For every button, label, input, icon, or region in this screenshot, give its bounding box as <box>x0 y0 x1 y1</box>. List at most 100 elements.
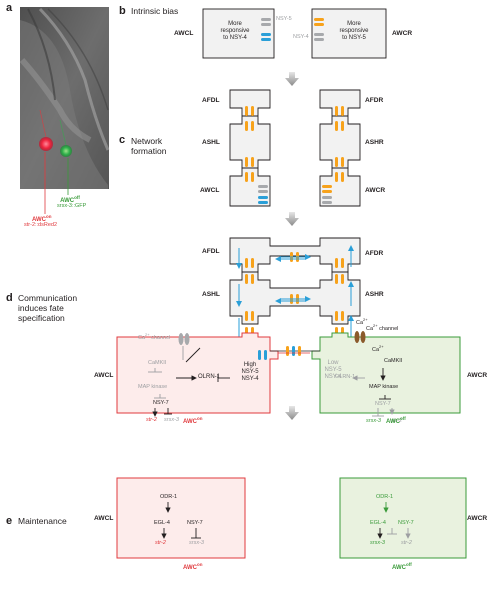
panel-e-letter: e <box>6 515 13 527</box>
low-nsy4-label: NSY-4 <box>324 373 342 380</box>
awc-on-caption-sup: on <box>197 416 203 421</box>
panel-c-letter: c <box>119 134 126 146</box>
bias-left-line2: responsive <box>220 27 250 34</box>
network-afdr-label: AFDR <box>365 97 384 104</box>
maint-on-srsx3: srsx-3 <box>189 540 204 546</box>
on-str2-label: str-2 <box>146 417 157 423</box>
bias-left-line1: More <box>228 21 242 27</box>
network-right-column <box>319 89 361 207</box>
awc-off-caption-sup: off <box>400 416 406 421</box>
maint-awc-off-caption: AWCoff <box>392 562 412 572</box>
on-map-kinase-label: MAP kinase <box>138 384 168 390</box>
section-d-title-3: specification <box>18 313 65 323</box>
network-ashl-label: ASHL <box>202 139 220 146</box>
bias-right-line3: to NSY-5 <box>342 34 366 41</box>
gap-junctions-network <box>245 106 344 182</box>
photo-awc-off-label: AWCoff <box>56 195 84 205</box>
network-ashr-label: ASHR <box>365 139 384 146</box>
high-nsy5-label: NSY-5 <box>241 368 259 375</box>
low-label: Low <box>327 360 339 366</box>
off-srsx3-label: srsx-3 <box>366 418 381 424</box>
comm-afdr-label: AFDR <box>365 250 384 257</box>
comm-awcl-label: AWCL <box>94 372 114 379</box>
maint-awc-off-text: AWC <box>392 565 406 571</box>
maintenance-off-pathway <box>377 502 411 539</box>
ca-inner-label: Ca2+ <box>372 344 384 353</box>
section-e-title: Maintenance <box>18 516 67 526</box>
network-awcl-label: AWCL <box>200 187 220 194</box>
ca-right-label: Ca2+ <box>356 317 368 326</box>
high-label: High <box>243 362 257 368</box>
photo-awc-off-sup: off <box>74 195 80 200</box>
awc-off-caption-text: AWC <box>386 419 400 425</box>
section-d-title-2: induces fate <box>18 303 64 313</box>
maint-awcr-label: AWCR <box>467 515 488 522</box>
comm-afdl-label: AFDL <box>202 248 220 255</box>
network-afdl-label: AFDL <box>202 97 220 104</box>
section-d-title-1: Communication <box>18 293 78 303</box>
bias-right-line1: More <box>347 21 361 27</box>
flow-arrow-1 <box>285 72 299 86</box>
ca-channel-left-label: Ca2+ channel <box>138 332 171 341</box>
awc-off-pathway <box>352 368 395 417</box>
ca-channel-right-label: Ca2+ channel <box>366 323 399 332</box>
high-nsy-block: High NSY-5 NSY-4 <box>234 362 266 383</box>
ca-right-channel-ca: Ca <box>366 325 374 332</box>
maint-awc-on-sup: on <box>197 562 203 567</box>
panel-b-letter: b <box>119 5 126 17</box>
network-awcr-label: AWCR <box>365 187 386 194</box>
flow-arrow-3 <box>285 406 299 420</box>
nsy4-receptor-blue <box>261 33 271 41</box>
awc-off-caption: AWCoff <box>386 416 406 426</box>
maint-off-egl4: EGL-4 <box>370 520 386 526</box>
bias-awcl-label: AWCL <box>174 30 194 37</box>
communication-network <box>229 237 361 325</box>
photo-awc-on-marker: str-2::dsRed2 <box>24 222 58 228</box>
maint-on-nsy7: NSY-7 <box>187 520 203 526</box>
maintenance-awc-off-box <box>339 477 467 559</box>
connector-junctions <box>270 346 320 356</box>
awc-on-pathway <box>148 346 230 417</box>
flow-arrow-2 <box>285 212 299 226</box>
ca-left-channel-text: channel <box>149 334 171 341</box>
bias-right-text: More responsive to NSY-5 <box>330 21 378 42</box>
maintenance-on-pathway <box>161 502 201 539</box>
ca-right-text: Ca <box>356 319 364 326</box>
bias-awcr-box <box>311 8 387 59</box>
maint-on-str2: str-2 <box>155 540 166 546</box>
maint-off-str2: str-2 <box>401 540 412 546</box>
nsy4-receptor-grey <box>314 33 324 41</box>
photo-awc-off-text: AWC <box>60 198 75 204</box>
maintenance-awc-on-box <box>116 477 246 559</box>
photo-awc-on-label: AWCon <box>32 214 52 224</box>
maint-awc-off-sup: off <box>406 562 412 567</box>
off-camkii-label: CaMKII <box>384 358 403 364</box>
worm-micrograph <box>19 7 110 214</box>
maint-awc-on-text: AWC <box>183 565 197 571</box>
off-nsy7-label: NSY-7 <box>375 401 391 407</box>
photo-awc-on-text: AWC <box>32 217 46 223</box>
section-b-title: Intrinsic bias <box>131 6 179 16</box>
comm-ashr-label: ASHR <box>365 291 384 298</box>
section-c-title-2: formation <box>131 146 167 156</box>
off-map-kinase-label: MAP kinase <box>369 384 399 390</box>
maint-awc-on-caption: AWCon <box>183 562 203 572</box>
bias-left-line3: to NSY-4 <box>223 34 247 41</box>
low-nsy-block: Low NSY-5 NSY-4 <box>318 360 348 381</box>
off-str2-label: str-2 <box>391 418 402 424</box>
section-c-title-1: Network <box>131 136 163 146</box>
off-olrn1-label: OLRN-1 <box>335 374 356 380</box>
on-nsy7-label: NSY-7 <box>153 400 169 406</box>
nsy5-receptor-orange <box>314 18 324 26</box>
photo-awc-on-sup: on <box>46 214 52 219</box>
maint-on-odr1: ODR-1 <box>160 494 178 500</box>
maint-awcl-label: AWCL <box>94 515 114 522</box>
comm-ashl-label: ASHL <box>202 291 220 298</box>
ca-right-channel-text: channel <box>377 325 399 332</box>
bias-nsy5-label: NSY-5 <box>276 16 292 22</box>
photo-awc-off-marker: srsx-3::GFP <box>57 203 87 209</box>
maint-on-egl4: EGL-4 <box>154 520 170 526</box>
on-srsx3-label: srsx-3 <box>164 417 179 423</box>
panel-d-letter: d <box>6 292 13 304</box>
